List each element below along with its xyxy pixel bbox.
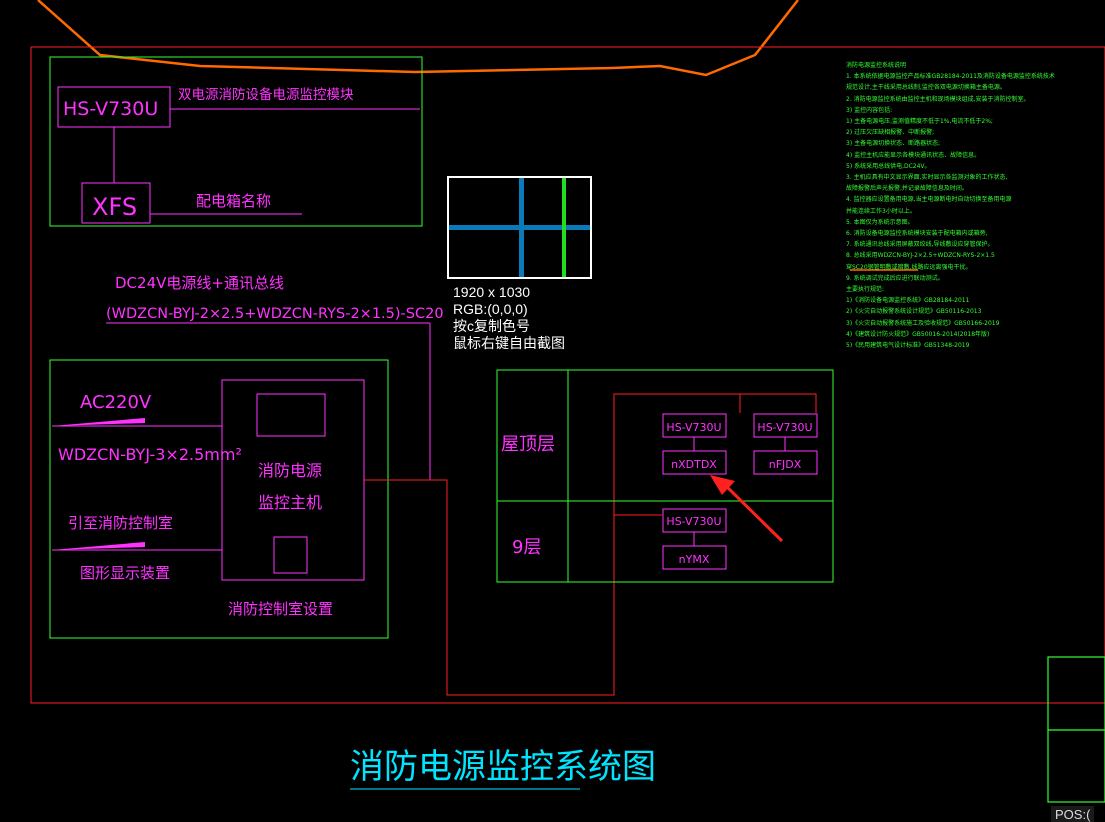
floors-table — [496, 369, 834, 583]
legend-module-desc: 双电源消防设备电源监控模块 — [178, 86, 354, 103]
to-fire-room-label: 引至消防控制室 — [68, 514, 173, 532]
drawing-frame — [30, 46, 1105, 704]
legend-box-desc: 配电箱名称 — [196, 192, 271, 210]
magnifier-rgb: RGB:(0,0,0) — [453, 301, 528, 317]
roof-box-1: nXDTDX — [671, 458, 717, 471]
f9-box-box — [662, 545, 727, 570]
note-line: 2. 消防电源监控系统由监控主机和现场模块组成,安装于消防控制室。 — [846, 95, 1030, 103]
host-display-box — [256, 393, 326, 437]
legend-box-code: XFS — [92, 193, 137, 221]
position-readout: POS:( — [1051, 806, 1095, 822]
magnifier-capture-hint: 鼠标右键自由截图 — [453, 335, 565, 351]
monitor-host-box — [221, 379, 365, 581]
control-room-label: 消防控制室设置 — [228, 600, 333, 618]
note-line: 3) 主备电源切换状态、断路器状态; — [846, 140, 941, 148]
magnifier-resolution: 1920 x 1030 — [453, 284, 531, 300]
note-line: 1)《消防设备电源监控系统》GB28184-2011 — [846, 297, 970, 305]
bus-line-1: DC24V电源线+通讯总线 — [115, 274, 284, 292]
bus-red-line — [364, 393, 817, 696]
floor9-label: 9层 — [512, 537, 541, 558]
note-line: 3. 主机应具有中文显示界面,实时显示各监测对象的工作状态, — [846, 174, 1008, 182]
f9-module: HS-V730U — [666, 515, 721, 528]
note-line: 2)《火灾自动报警系统设计规范》GB50116-2013 — [846, 308, 982, 316]
note-line: 9. 系统调试完成后应进行联动测试。 — [846, 274, 944, 282]
power-in-label: AC220V — [80, 392, 152, 413]
note-line: 7. 系统通讯总线采用屏蔽双绞线,导线敷设应穿管保护。 — [846, 241, 994, 249]
design-notes: 消防电源监控系统说明 1. 本系统依据电源监控产品标准GB28184-2011及消… — [846, 60, 1056, 351]
note-line: 3)《火灾自动报警系统施工及验收规范》GB50166-2019 — [846, 319, 1000, 327]
drawing-title: 消防电源监控系统图 — [350, 747, 656, 787]
legend-box — [49, 56, 423, 227]
annotation-arrow — [710, 475, 784, 543]
magnifier-crosshair — [449, 178, 590, 277]
roof-module-2: HS-V730U — [757, 421, 812, 434]
legend-box-code-box — [81, 182, 151, 224]
roof-module-1: HS-V730U — [666, 421, 721, 434]
host-label-1: 消防电源 — [258, 461, 322, 480]
bus-line-2: (WDZCN-BYJ-2×2.5+WDZCN-RYS-2×1.5)-SC20 — [106, 306, 444, 322]
note-line: 主要执行规范: — [846, 286, 885, 294]
roof-box-2: nFJDX — [769, 458, 802, 471]
roof-box-1-box — [662, 450, 727, 475]
note-line: 4) 监控主机应能显示各模块通讯状态、故障信息。 — [846, 151, 981, 159]
control-room-box — [49, 359, 389, 639]
note-line: 穿SC20钢管明敷或暗敷,线路应远离强电干扰。 — [846, 263, 972, 271]
host-small-box — [273, 536, 308, 574]
power-cable-label: WDZCN-BYJ-3×2.5mm² — [58, 445, 242, 464]
f9-box: nYMX — [679, 553, 710, 566]
graphic-display-label: 图形显示装置 — [80, 564, 170, 582]
note-line: 4. 监控器应设置备用电源,当主电源断电时自动切换至备用电源 — [846, 196, 1012, 204]
roof-floor-label: 屋顶层 — [501, 434, 555, 455]
magnifier-copy-hint: 按c复制色号 — [453, 318, 530, 334]
note-line: 并能连续工作3小时以上。 — [846, 207, 916, 215]
legend-module-code: HS-V730U — [63, 98, 158, 120]
note-line: 8. 总线采用WDZCN-BYJ-2×2.5+WDZCN-RYS-2×1.5 — [846, 252, 995, 260]
note-line: 5)《民用建筑电气设计标准》GB51348-2019 — [846, 342, 970, 350]
note-line: 4)《建筑设计防火规范》GB50016-2014(2018年版) — [846, 330, 990, 338]
roof-box-2-box — [753, 450, 818, 475]
note-line: 5. 本图仅为系统示意图。 — [846, 218, 914, 226]
note-line: 规范设计,主干线采用总线制,监控各双电源切换箱主备电源。 — [846, 84, 1006, 92]
note-line: 2) 过压欠压缺相报警、中断报警; — [846, 129, 935, 137]
boundary-polyline — [37, 0, 799, 77]
magnifier-info: 1920 x 1030 RGB:(0,0,0) 按c复制色号 鼠标右键自由截图 — [453, 284, 565, 352]
note-line: 6. 消防设备电源监控系统模块安装于配电箱内或箱旁, — [846, 230, 988, 238]
host-label-2: 监控主机 — [258, 493, 322, 512]
note-line: 消防电源监控系统说明 — [846, 62, 907, 69]
magnifier-preview — [447, 176, 592, 279]
note-line: 1) 主备电源电压,监测值精度不低于1%,电流不低于2%; — [846, 118, 993, 126]
note-line: 1. 本系统依据电源监控产品标准GB28184-2011及消防设备电源监控系统技… — [846, 73, 1055, 81]
note-line: 3) 监控内容包括: — [846, 106, 893, 114]
note-line: 5) 系统采用总线供电,DC24V。 — [846, 162, 931, 170]
note-line: 故障报警后声光报警,并记录故障信息及时间。 — [846, 185, 968, 193]
